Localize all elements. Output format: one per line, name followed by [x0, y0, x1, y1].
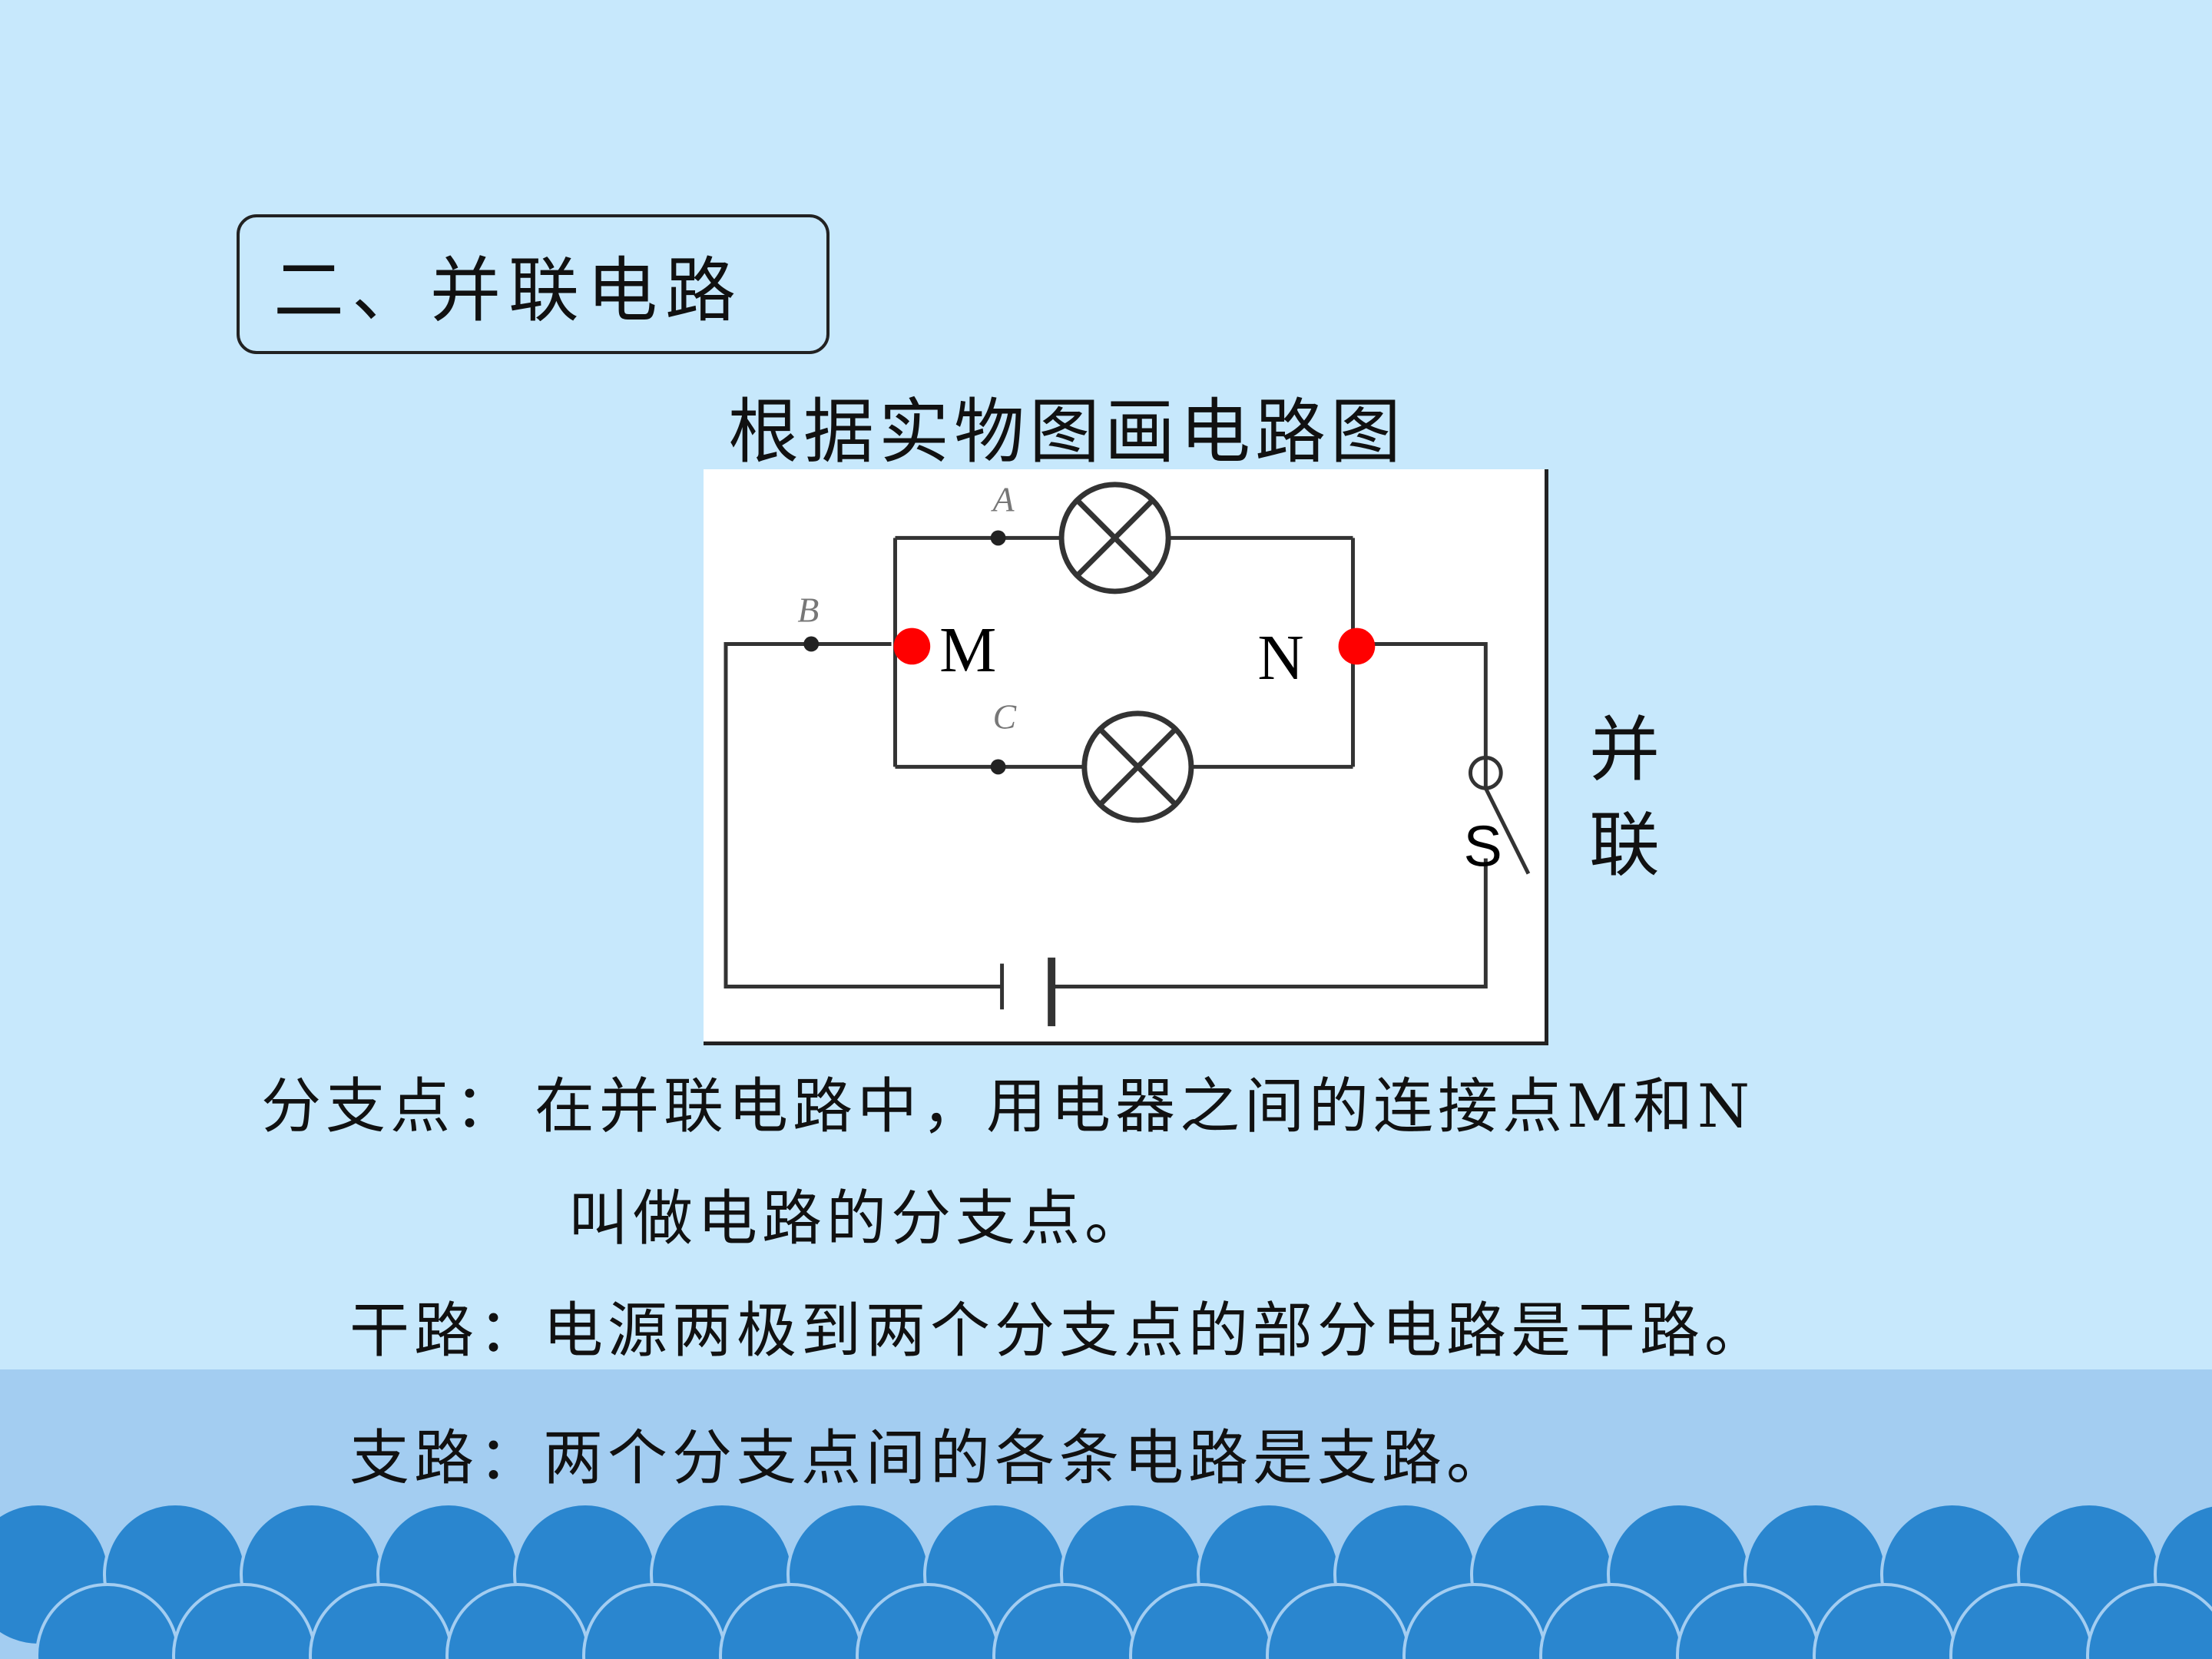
- label-b: B: [797, 591, 819, 630]
- trunk-term: 干路：: [349, 1296, 544, 1366]
- label-m: M: [939, 615, 996, 686]
- side-label-char-1: 并: [1588, 709, 1660, 791]
- label-c: C: [993, 697, 1017, 737]
- section-heading-box: 二、并联电路: [237, 214, 830, 354]
- switch: [1468, 755, 1531, 875]
- trunk-text: 电源两极到两个分支点的部分电路是干路。: [543, 1296, 1770, 1366]
- branch-point-term: 分支点：: [261, 1072, 520, 1141]
- terminal-a-dot: [990, 530, 1006, 546]
- wire-right-outer: [1051, 858, 1488, 988]
- label-s: S: [1464, 814, 1502, 879]
- circuit-svg: A B C M N S: [724, 480, 1531, 1027]
- branch-point-line1: 在并联电路中，用电器之间的连接点M和N: [535, 1072, 1755, 1141]
- lamp-bottom: [1081, 710, 1194, 823]
- parallel-side-label: 并 联: [1582, 703, 1667, 893]
- junction-n: [1338, 628, 1376, 665]
- label-n: N: [1257, 623, 1303, 694]
- wire-right-top: [1356, 641, 1488, 789]
- circuit-diagram: A B C M N S: [704, 469, 1548, 1045]
- wire-left-outer: [724, 641, 1002, 988]
- definition-branch-point-line2: 叫做电路的分支点。: [568, 1184, 1150, 1253]
- decorative-waves: [0, 1502, 2212, 1659]
- wave-scallop: [2086, 1583, 2212, 1659]
- section-heading: 二、并联电路: [273, 249, 744, 332]
- junction-m: [893, 628, 931, 665]
- branch-text: 两个分支点间的各条电路是支路。: [543, 1424, 1512, 1493]
- lamp-top: [1058, 482, 1171, 594]
- subtitle: 根据实物图画电路图: [728, 391, 1406, 473]
- battery: [1000, 957, 1056, 1027]
- definition-trunk: 干路：电源两极到两个分支点的部分电路是干路。: [349, 1283, 1769, 1369]
- label-a: A: [991, 480, 1015, 519]
- terminal-c-dot: [990, 759, 1006, 775]
- side-label-char-2: 联: [1588, 804, 1660, 886]
- definition-branch-point: 分支点：在并联电路中，用电器之间的连接点M和N: [261, 1058, 1754, 1144]
- branch-term: 支路：: [349, 1424, 544, 1493]
- terminal-b-dot: [803, 636, 820, 652]
- definition-branch: 支路：两个分支点间的各条电路是支路。: [349, 1410, 1511, 1496]
